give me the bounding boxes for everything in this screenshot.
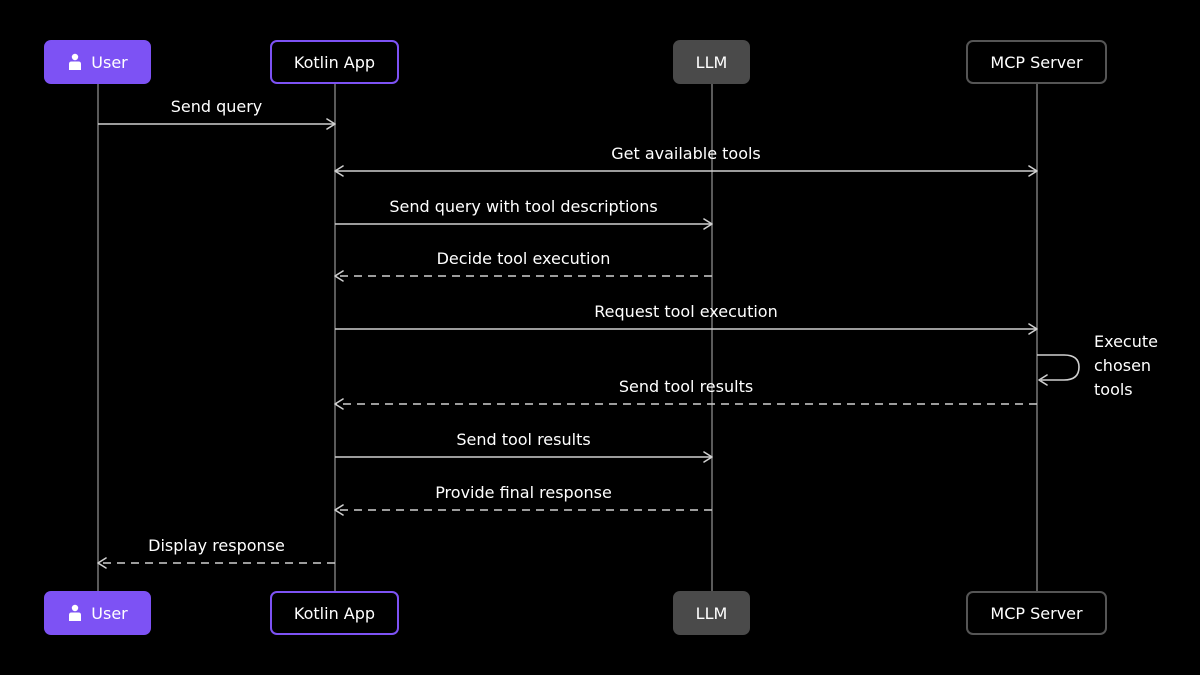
message-label-7: Send tool results [456,430,590,449]
self-call-arrowhead [1038,374,1048,386]
actor-user-label: User [91,603,128,623]
actor-kotlin-top: Kotlin App [270,40,399,84]
actor-mcp-label: MCP Server [990,52,1083,72]
actor-mcp-label: MCP Server [990,603,1083,623]
user-icon [69,53,82,70]
actor-user-bottom: User [44,591,151,635]
actor-llm-label: LLM [695,603,728,623]
actor-kotlin-label: Kotlin App [293,603,376,623]
arrowhead-6 [334,398,344,410]
arrowhead-5 [1028,323,1038,335]
message-label-8: Provide final response [435,483,612,502]
self-call-note: Execute chosen tools [1094,332,1158,399]
message-label-9: Display response [148,536,285,555]
actor-llm-label: LLM [695,52,728,72]
arrowhead-7 [703,451,713,463]
actor-llm-top: LLM [673,40,750,84]
arrowhead-4 [334,270,344,282]
actor-llm-bottom: LLM [673,591,750,635]
actor-kotlin-bottom: Kotlin App [270,591,399,635]
message-label-4: Decide tool execution [437,249,611,268]
arrowhead-2 [1028,165,1038,177]
self-call-loop [1037,354,1080,381]
arrowhead-3 [703,218,713,230]
message-label-3: Send query with tool descriptions [389,197,657,216]
actor-user-top: User [44,40,151,84]
user-icon [69,604,82,621]
message-label-6: Send tool results [619,377,753,396]
actor-mcp-bottom: MCP Server [966,591,1107,635]
arrowhead-1 [326,118,336,130]
arrowhead-9 [97,557,107,569]
actor-mcp-top: MCP Server [966,40,1107,84]
message-label-5: Request tool execution [594,302,777,321]
actor-user-label: User [91,52,128,72]
arrowhead-2-start [334,165,344,177]
arrowhead-8 [334,504,344,516]
message-label-2: Get available tools [611,144,761,163]
actor-kotlin-label: Kotlin App [293,52,376,72]
message-label-1: Send query [171,97,263,116]
